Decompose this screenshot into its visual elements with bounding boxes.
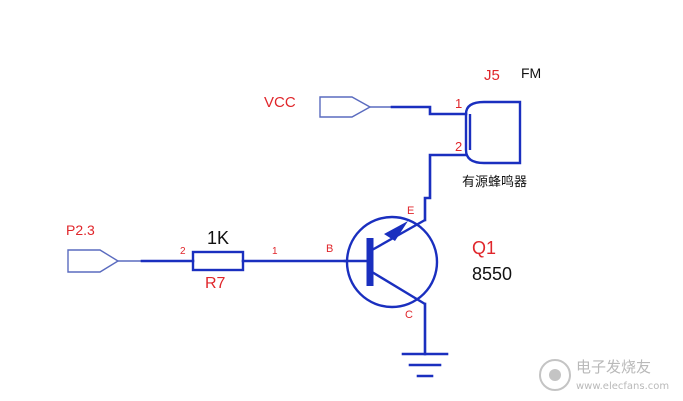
transistor-value: 8550 — [472, 264, 512, 284]
buzzer-symbol — [464, 100, 522, 165]
buzzer-reference: J5 — [484, 67, 500, 84]
resistor-symbol — [140, 250, 347, 272]
vcc-net-flag — [319, 96, 392, 118]
vcc-net-label: VCC — [264, 94, 296, 111]
p23-net-flag — [67, 249, 142, 273]
transistor-pin-e: E — [407, 205, 414, 217]
watermark-logo — [539, 359, 571, 391]
resistor-pin1-number: 1 — [272, 246, 278, 257]
wire-buzzer-to-emitter — [423, 153, 468, 222]
transistor-reference: Q1 — [472, 238, 496, 258]
resistor-pin2-number: 2 — [180, 246, 186, 257]
wire-vcc-to-buzzer — [390, 105, 468, 116]
transistor-pin-c: C — [405, 309, 413, 321]
buzzer-pin1-number: 1 — [455, 96, 462, 111]
transistor-pin-b: B — [326, 243, 333, 255]
ground-symbol — [401, 352, 449, 378]
watermark-text: 电子发烧友 — [576, 358, 651, 376]
buzzer-description: 有源蜂鸣器 — [462, 174, 527, 189]
resistor-reference: R7 — [205, 275, 226, 292]
buzzer-pin2-number: 2 — [455, 139, 462, 154]
transistor-symbol — [343, 215, 439, 356]
watermark-url: www.elecfans.com — [576, 381, 669, 392]
resistor-value: 1K — [207, 228, 229, 248]
buzzer-value: FM — [521, 65, 541, 81]
p23-net-label: P2.3 — [66, 222, 95, 238]
